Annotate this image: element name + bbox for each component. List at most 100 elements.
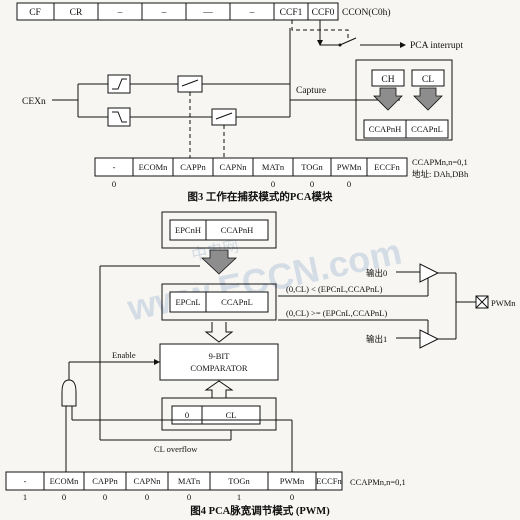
falling-edge-detector — [107, 107, 131, 127]
ccapm-bit-label: ECOMn — [139, 162, 169, 172]
ccapnh-label-fig4: CCAPnH — [221, 225, 254, 235]
ccapm-bit-value: 0 — [310, 179, 314, 189]
figure-4-caption: 图4 PCA脉宽调节模式 (PWM) — [190, 504, 330, 517]
ccapm-bit — [366, 157, 408, 177]
ccapm-bit-label: CAPNn — [220, 162, 248, 172]
interrupt-switch-pivot — [338, 43, 342, 47]
ccon-bit-label: – — [117, 8, 123, 18]
ccapm-bit-label: CAPNn — [134, 476, 162, 486]
cond-ge-label: (0,CL) >= (EPCnL,CCAPnL) — [286, 308, 387, 318]
ccapm-bit-label: CAPPn — [180, 162, 206, 172]
enable-label: Enable — [112, 350, 136, 360]
comparator-label-2: COMPARATOR — [190, 363, 247, 373]
interrupt-arrowhead — [400, 42, 406, 48]
enable-arrowhead — [154, 359, 160, 365]
ch-register — [371, 69, 405, 87]
out0-label: 输出0 — [366, 268, 387, 278]
ccapm-address-label: 地址: DAh,DBh — [412, 169, 469, 179]
ccapnl-register-fig4 — [205, 291, 269, 313]
epcnl-label: EPCnL — [175, 297, 200, 307]
ccapm-bit-label: TOGn — [228, 476, 250, 486]
ccapm-bit-value: 1 — [23, 492, 27, 502]
ccf1-dash — [291, 20, 349, 42]
ccon-bit-label: – — [161, 8, 167, 18]
pwm-pin-cross — [475, 295, 489, 309]
ccapm-bit-value: 0 — [62, 492, 66, 502]
ccapm-register-label: CCAPMn,n=0,1 — [350, 477, 406, 487]
and-gate — [61, 379, 77, 407]
cappn-switch-blade — [181, 79, 199, 87]
ccapm-register-fig4: - ECOMn CAPPn CAPNn MATn TOGn PWMn ECCFn… — [5, 471, 406, 502]
counter-zero-label: 0 — [185, 410, 189, 420]
ccapm-bit-value: 0 — [347, 179, 351, 189]
ccapnh-label: CCAPnH — [369, 124, 402, 134]
ccapm-bit-value: 0 — [271, 179, 275, 189]
ccon-bit-label: CR — [70, 8, 83, 18]
ccon-bit-label: CCF1 — [280, 8, 303, 18]
ccapm-bit-value: 0 — [145, 492, 149, 502]
cexn-label: CEXn — [22, 97, 46, 107]
compare-arrow-bottom — [204, 380, 234, 398]
cl-register — [411, 69, 445, 87]
ccon-bit-label: CF — [29, 8, 41, 18]
rising-edge-icon — [112, 78, 127, 90]
cl-overflow-label: CL overflow — [154, 444, 198, 454]
ccapnl-register — [405, 119, 449, 139]
ccapm-bit-label: ECOMn — [50, 476, 80, 486]
compare-arrow-top — [204, 322, 234, 343]
cond-lt-label: (0,CL) < (EPCnL,CCAPnL) — [286, 284, 383, 294]
ccapm-bit-label: PWMn — [280, 476, 305, 486]
capnn-switch-blade — [215, 112, 233, 120]
ccapnl-label-fig4: CCAPnL — [221, 297, 253, 307]
cl-transfer-arrow — [413, 87, 443, 111]
capture-group-frame — [355, 59, 453, 141]
pwmn-label: PWMn — [491, 298, 516, 308]
comparator-label-1: 9-BIT — [209, 351, 231, 361]
ccapm-bit-label: ECCFn — [374, 162, 400, 172]
counter-cl-label: CL — [226, 410, 237, 420]
ccapm-bit-label: CAPPn — [92, 476, 118, 486]
out0-buffer — [419, 263, 440, 283]
comparator — [159, 343, 279, 381]
ccon-register: CF CR – – — – CCF1 CCF0 CCON(C0h) — [16, 2, 391, 21]
ccapnh-register-fig4 — [205, 219, 269, 241]
ccapm-register-fig3: - ECOMn CAPPn CAPNn MATn TOGn PWMn ECCFn… — [94, 157, 469, 189]
ccapm-bit-value: 0 — [290, 492, 294, 502]
epcnh-label: EPCnH — [175, 225, 201, 235]
ccapm-bit — [315, 471, 343, 491]
pca-interrupt-label: PCA interrupt — [410, 41, 463, 51]
ccon-register-label: CCON(C0h) — [342, 7, 391, 18]
ccapm-register-label: CCAPMn,n=0,1 — [412, 157, 468, 167]
high-reg-frame — [161, 211, 277, 249]
ch-transfer-arrow — [373, 87, 403, 111]
ccon-bit-label: – — [249, 8, 255, 18]
ccapnl-label: CCAPnL — [411, 124, 443, 134]
ccapm-bit-label: ECCFn — [316, 476, 342, 486]
ccapm-bit-label: MATn — [178, 476, 201, 486]
ccapm-bit-label: MATn — [262, 162, 285, 172]
ccapm-bit-label: PWMn — [337, 162, 362, 172]
ccapm-bit-label: - — [24, 476, 27, 486]
ccapm-bit-value: 0 — [103, 492, 107, 502]
figure-3-caption: 图3 工作在捕获模式的PCA模块 — [188, 190, 333, 203]
capnn-switch — [211, 108, 237, 126]
capture-label: Capture — [296, 86, 326, 96]
cappn-switch — [177, 75, 203, 93]
ccon-bit-ccf0 — [307, 2, 339, 21]
reload-arrow — [200, 249, 238, 275]
low-reg-frame — [161, 283, 277, 321]
falling-edge-icon — [112, 111, 127, 123]
counter-frame — [161, 397, 277, 431]
ccon-bit-label: CCF0 — [312, 8, 335, 18]
ccf0-arrowhead — [317, 40, 323, 46]
ccapm-bit-value: 0 — [112, 179, 116, 189]
ccapm-bit-value: 1 — [237, 492, 241, 502]
ccapm-bit-label: - — [113, 162, 116, 172]
out1-label: 输出1 — [366, 334, 387, 344]
ccapm-bit-value: 0 — [187, 492, 191, 502]
ch-label: CH — [381, 75, 394, 85]
ccon-bit-label: — — [202, 8, 213, 18]
rising-edge-detector — [107, 74, 131, 94]
